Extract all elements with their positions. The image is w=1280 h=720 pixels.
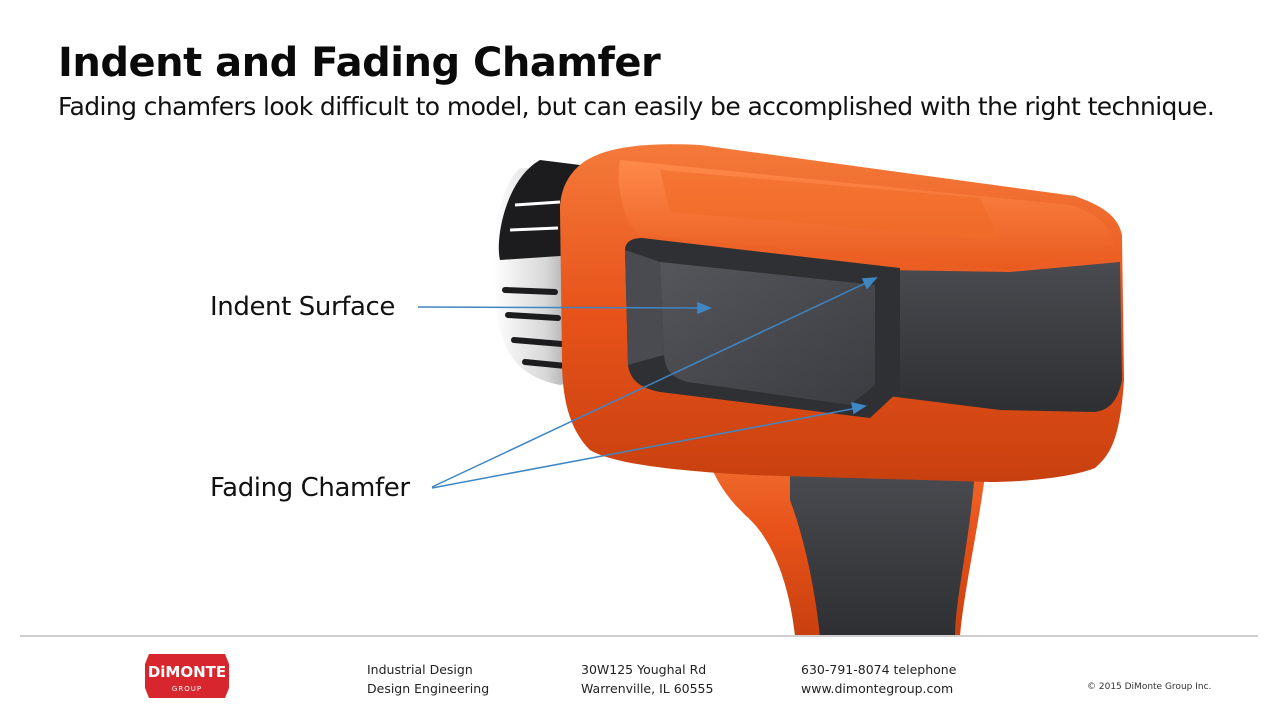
footer-address: 30W125 Youghal Rd Warrenville, IL 60555 xyxy=(581,660,713,698)
footer-service-2: Design Engineering xyxy=(367,681,490,696)
slide-title: Indent and Fading Chamfer xyxy=(58,40,661,86)
logo-subtext: GROUP xyxy=(172,685,202,693)
callout-fading-chamfer: Fading Chamfer xyxy=(210,473,410,503)
logo-wordmark: DiMONTE xyxy=(148,663,226,681)
footer-divider xyxy=(20,635,1258,637)
footer-contact: 630-791-8074 telephone www.dimontegroup.… xyxy=(801,660,956,698)
footer-copyright: © 2015 DiMonte Group Inc. xyxy=(1087,682,1212,692)
footer-service-1: Industrial Design xyxy=(367,662,473,677)
footer-address-line-1: 30W125 Youghal Rd xyxy=(581,662,707,677)
dimonte-logo: DiMONTE GROUP xyxy=(145,654,229,698)
callout-indent-surface: Indent Surface xyxy=(210,292,396,322)
slide-subtitle: Fading chamfers look difficult to model,… xyxy=(58,92,1215,121)
footer-services: Industrial Design Design Engineering xyxy=(367,660,489,698)
callout-arrows xyxy=(417,277,878,489)
nozzle xyxy=(493,160,580,385)
footer-address-line-2: Warrenville, IL 60555 xyxy=(581,681,714,696)
gun-body xyxy=(560,144,1124,482)
footer-phone: 630-791-8074 telephone xyxy=(801,662,957,677)
footer-website-link[interactable]: www.dimontegroup.com xyxy=(801,681,954,696)
